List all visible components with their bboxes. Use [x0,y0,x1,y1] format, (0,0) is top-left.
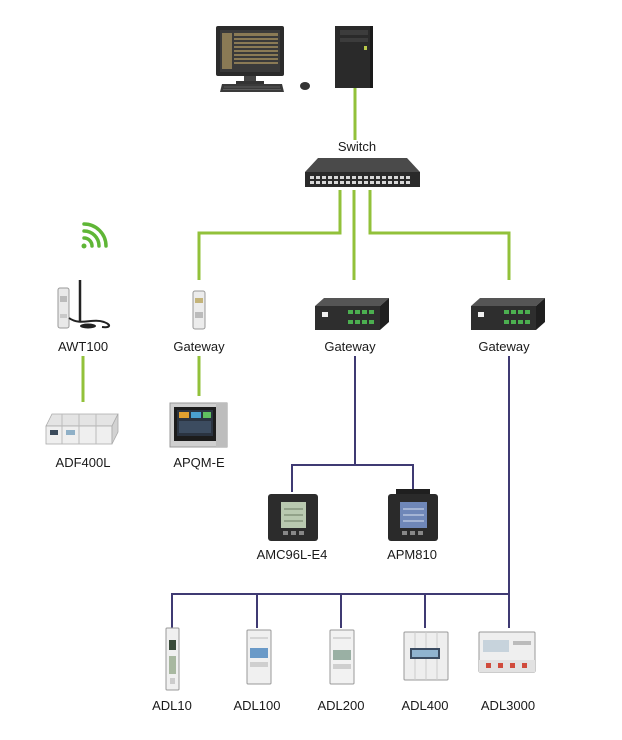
switch-to-gateway-1-link [197,190,342,280]
amc96l-e4-label: AMC96L-E4 [257,547,328,562]
apm810-label: APM810 [387,547,437,562]
switch-to-gateway-3-link [368,190,511,280]
computer-tower-icon [335,26,373,88]
adl10-device-icon [165,627,180,691]
meter-bus-lower [171,593,509,628]
network-switch-icon [305,158,420,187]
adf400l-device-icon [45,413,119,445]
gateway-3-label: Gateway [478,339,530,354]
adl100-label: ADL100 [234,698,281,713]
apqm-e-device-icon [169,402,228,448]
ethernet-links [81,88,511,402]
switch-label: Switch [338,139,376,154]
adl200-label: ADL200 [318,698,365,713]
mouse-icon [300,82,310,90]
gateway-3-device-icon [471,298,545,330]
adl3000-device-icon [478,631,536,673]
adl400-label: ADL400 [402,698,449,713]
monitor-icon [216,26,284,84]
adl200-device-icon [329,629,355,685]
adl400-device-icon [403,631,449,681]
gateway-2-label: Gateway [324,339,376,354]
wifi-icon [81,222,108,249]
gateway-1-device-icon [192,290,206,330]
awt100-device-icon [57,280,110,329]
adl10-label: ADL10 [152,698,192,713]
adf400l-label: ADF400L [56,455,111,470]
gateway-1-label: Gateway [173,339,225,354]
awt100-label: AWT100 [58,339,108,354]
adl100-device-icon [246,629,272,685]
apqm-e-label: APQM-E [173,455,225,470]
adl3000-label: ADL3000 [481,698,535,713]
rs485-links [171,356,510,628]
amc96l-e4-device-icon [268,494,318,541]
apm810-device-icon [388,489,438,541]
keyboard-icon [220,84,284,92]
gateway-2-device-icon [315,298,389,330]
meter-bus-upper [291,464,414,492]
